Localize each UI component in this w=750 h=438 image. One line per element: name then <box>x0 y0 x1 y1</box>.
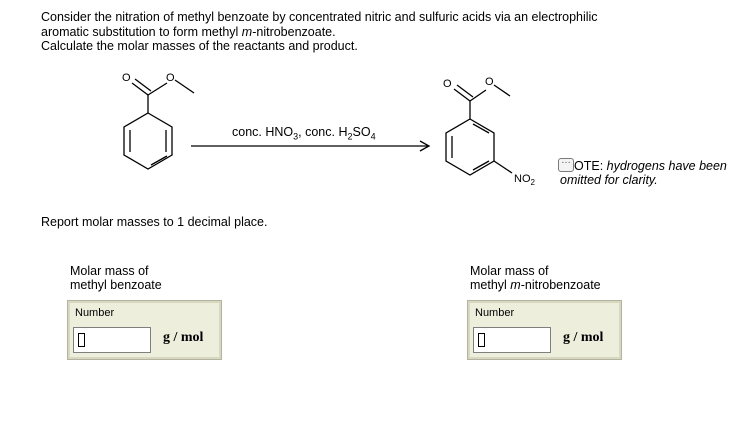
field-label-methyl-nitrobenzoate: Molar mass of methyl m-nitrobenzoate <box>470 264 601 292</box>
reaction-scheme: O O O O <box>122 72 513 176</box>
methyl-nitrobenzoate-structure <box>445 84 513 176</box>
unit-label: g / mol <box>563 330 604 345</box>
answer-panel-methyl-benzoate: Number g / mol <box>67 300 222 360</box>
molar-mass-methyl-nitrobenzoate-input[interactable] <box>473 327 551 353</box>
unit-label: g / mol <box>163 330 204 345</box>
field-label-methyl-benzoate: Molar mass of methyl benzoate <box>70 264 162 292</box>
note-text: OTE: hydrogens have been omitted for cla… <box>558 154 727 187</box>
ester-o-label-2: O <box>485 76 494 88</box>
reaction-arrow <box>191 140 431 152</box>
question-text: Consider the nitration of methyl benzoat… <box>41 10 721 54</box>
nitro-group-label: NO2 <box>514 173 535 188</box>
reaction-conditions: conc. HNO3, conc. H2SO4 <box>232 125 376 142</box>
methyl-benzoate-structure <box>123 78 195 170</box>
carbonyl-o-label-2: O <box>443 78 452 90</box>
panel-title: Number <box>75 307 115 319</box>
molar-mass-methyl-benzoate-input[interactable] <box>73 327 151 353</box>
note-speech-bubble-icon <box>558 154 574 172</box>
report-instructions: Report molar masses to 1 decimal place. <box>41 215 268 229</box>
question-line-2: aromatic substitution to form methyl m-n… <box>41 24 336 39</box>
question-line-1: Consider the nitration of methyl benzoat… <box>41 10 598 24</box>
carbonyl-o-label-1: O <box>122 72 131 84</box>
question-line-3: Calculate the molar masses of the reacta… <box>41 39 358 53</box>
ester-o-label-1: O <box>166 72 175 84</box>
panel-title: Number <box>475 307 515 319</box>
answer-panel-methyl-nitrobenzoate: Number g / mol <box>467 300 622 360</box>
